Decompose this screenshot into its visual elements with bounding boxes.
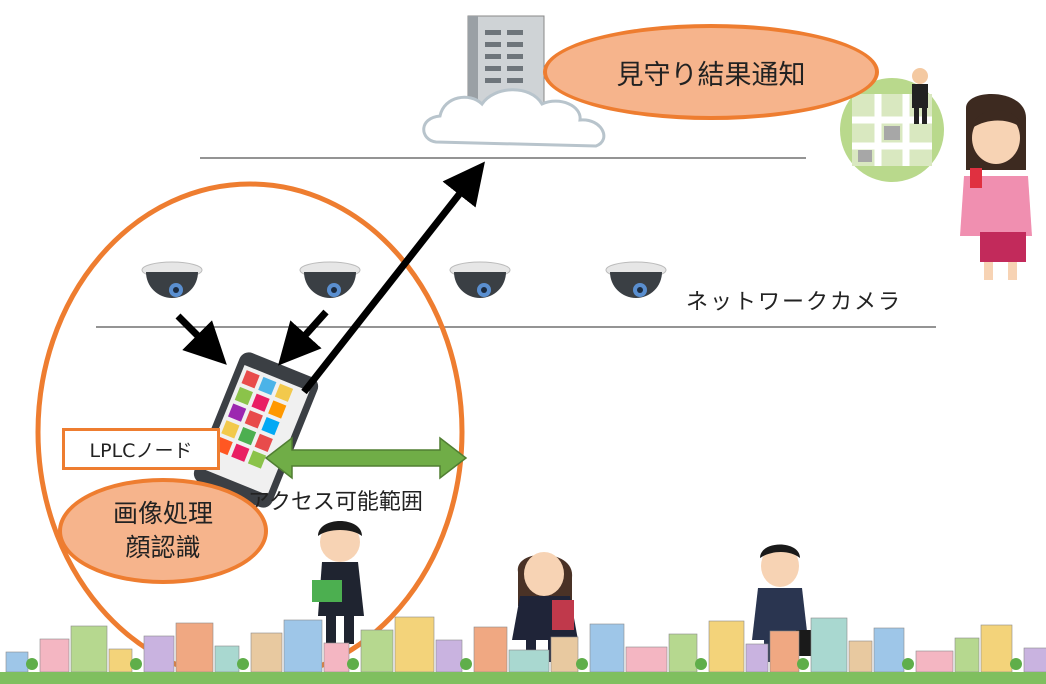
town-building [39,638,70,673]
town-tree [130,658,142,670]
dome-camera-icon [141,261,203,298]
access-range-label: アクセス可能範囲 [248,490,423,515]
town-building [143,635,175,673]
town-building [394,616,435,673]
dome-camera-icon [299,261,361,298]
town-buildings-icon [0,616,1046,684]
town-tree [1010,658,1022,670]
dome-camera-icon [449,261,511,298]
town-tree [347,658,359,670]
town-building [70,625,108,673]
student-icon [312,521,364,644]
town-building [473,626,508,673]
map-person-icon [912,68,928,124]
town-building [283,619,323,673]
town-building [1023,647,1046,673]
town-building [550,636,579,673]
access-range-arrow [264,436,468,480]
town-tree [460,658,472,670]
processing-label-line2: 顔認識 [125,533,201,562]
town-building [915,650,954,673]
town-building [873,627,905,673]
town-building [708,620,745,673]
node-to-cloud-arrow [301,161,485,395]
town-tree [26,658,38,670]
smartphone-icon [193,352,319,508]
town-building [848,640,873,673]
town-tree [576,658,588,670]
camera-to-node-arrow [175,313,227,365]
lplc-node-label: LPLCノード [89,439,193,462]
town-tree [237,658,249,670]
town-tree [695,658,707,670]
town-building [5,651,29,673]
town-building [769,630,800,673]
lplc-node-box: LPLCノード [62,428,220,470]
cloud-icon [422,88,606,148]
processing-bubble: 画像処理 顔認識 [58,478,268,584]
town-building [810,617,848,673]
town-tree [797,658,809,670]
town-building [108,648,133,673]
town-building [250,632,283,673]
town-building [435,639,463,673]
town-building [214,645,240,673]
woman-with-phone-icon [960,94,1032,280]
processing-label-line1: 画像処理 [112,499,213,528]
notification-bubble: 見守り結果通知 [543,24,879,120]
notification-label: 見守り結果通知 [616,59,806,91]
dome-camera-icon [605,261,667,298]
town-building [323,642,350,673]
town-building [745,643,769,673]
town-building [625,646,668,673]
town-building [589,623,625,673]
town-building [980,624,1013,673]
town-building [508,649,550,673]
camera-to-node-arrow [277,309,329,366]
network-camera-label: ネットワークカメラ [686,290,903,315]
town-building [954,637,980,673]
town-ground [0,672,1046,684]
town-building [175,622,214,673]
town-building [360,629,394,673]
town-building [668,633,698,673]
town-tree [902,658,914,670]
